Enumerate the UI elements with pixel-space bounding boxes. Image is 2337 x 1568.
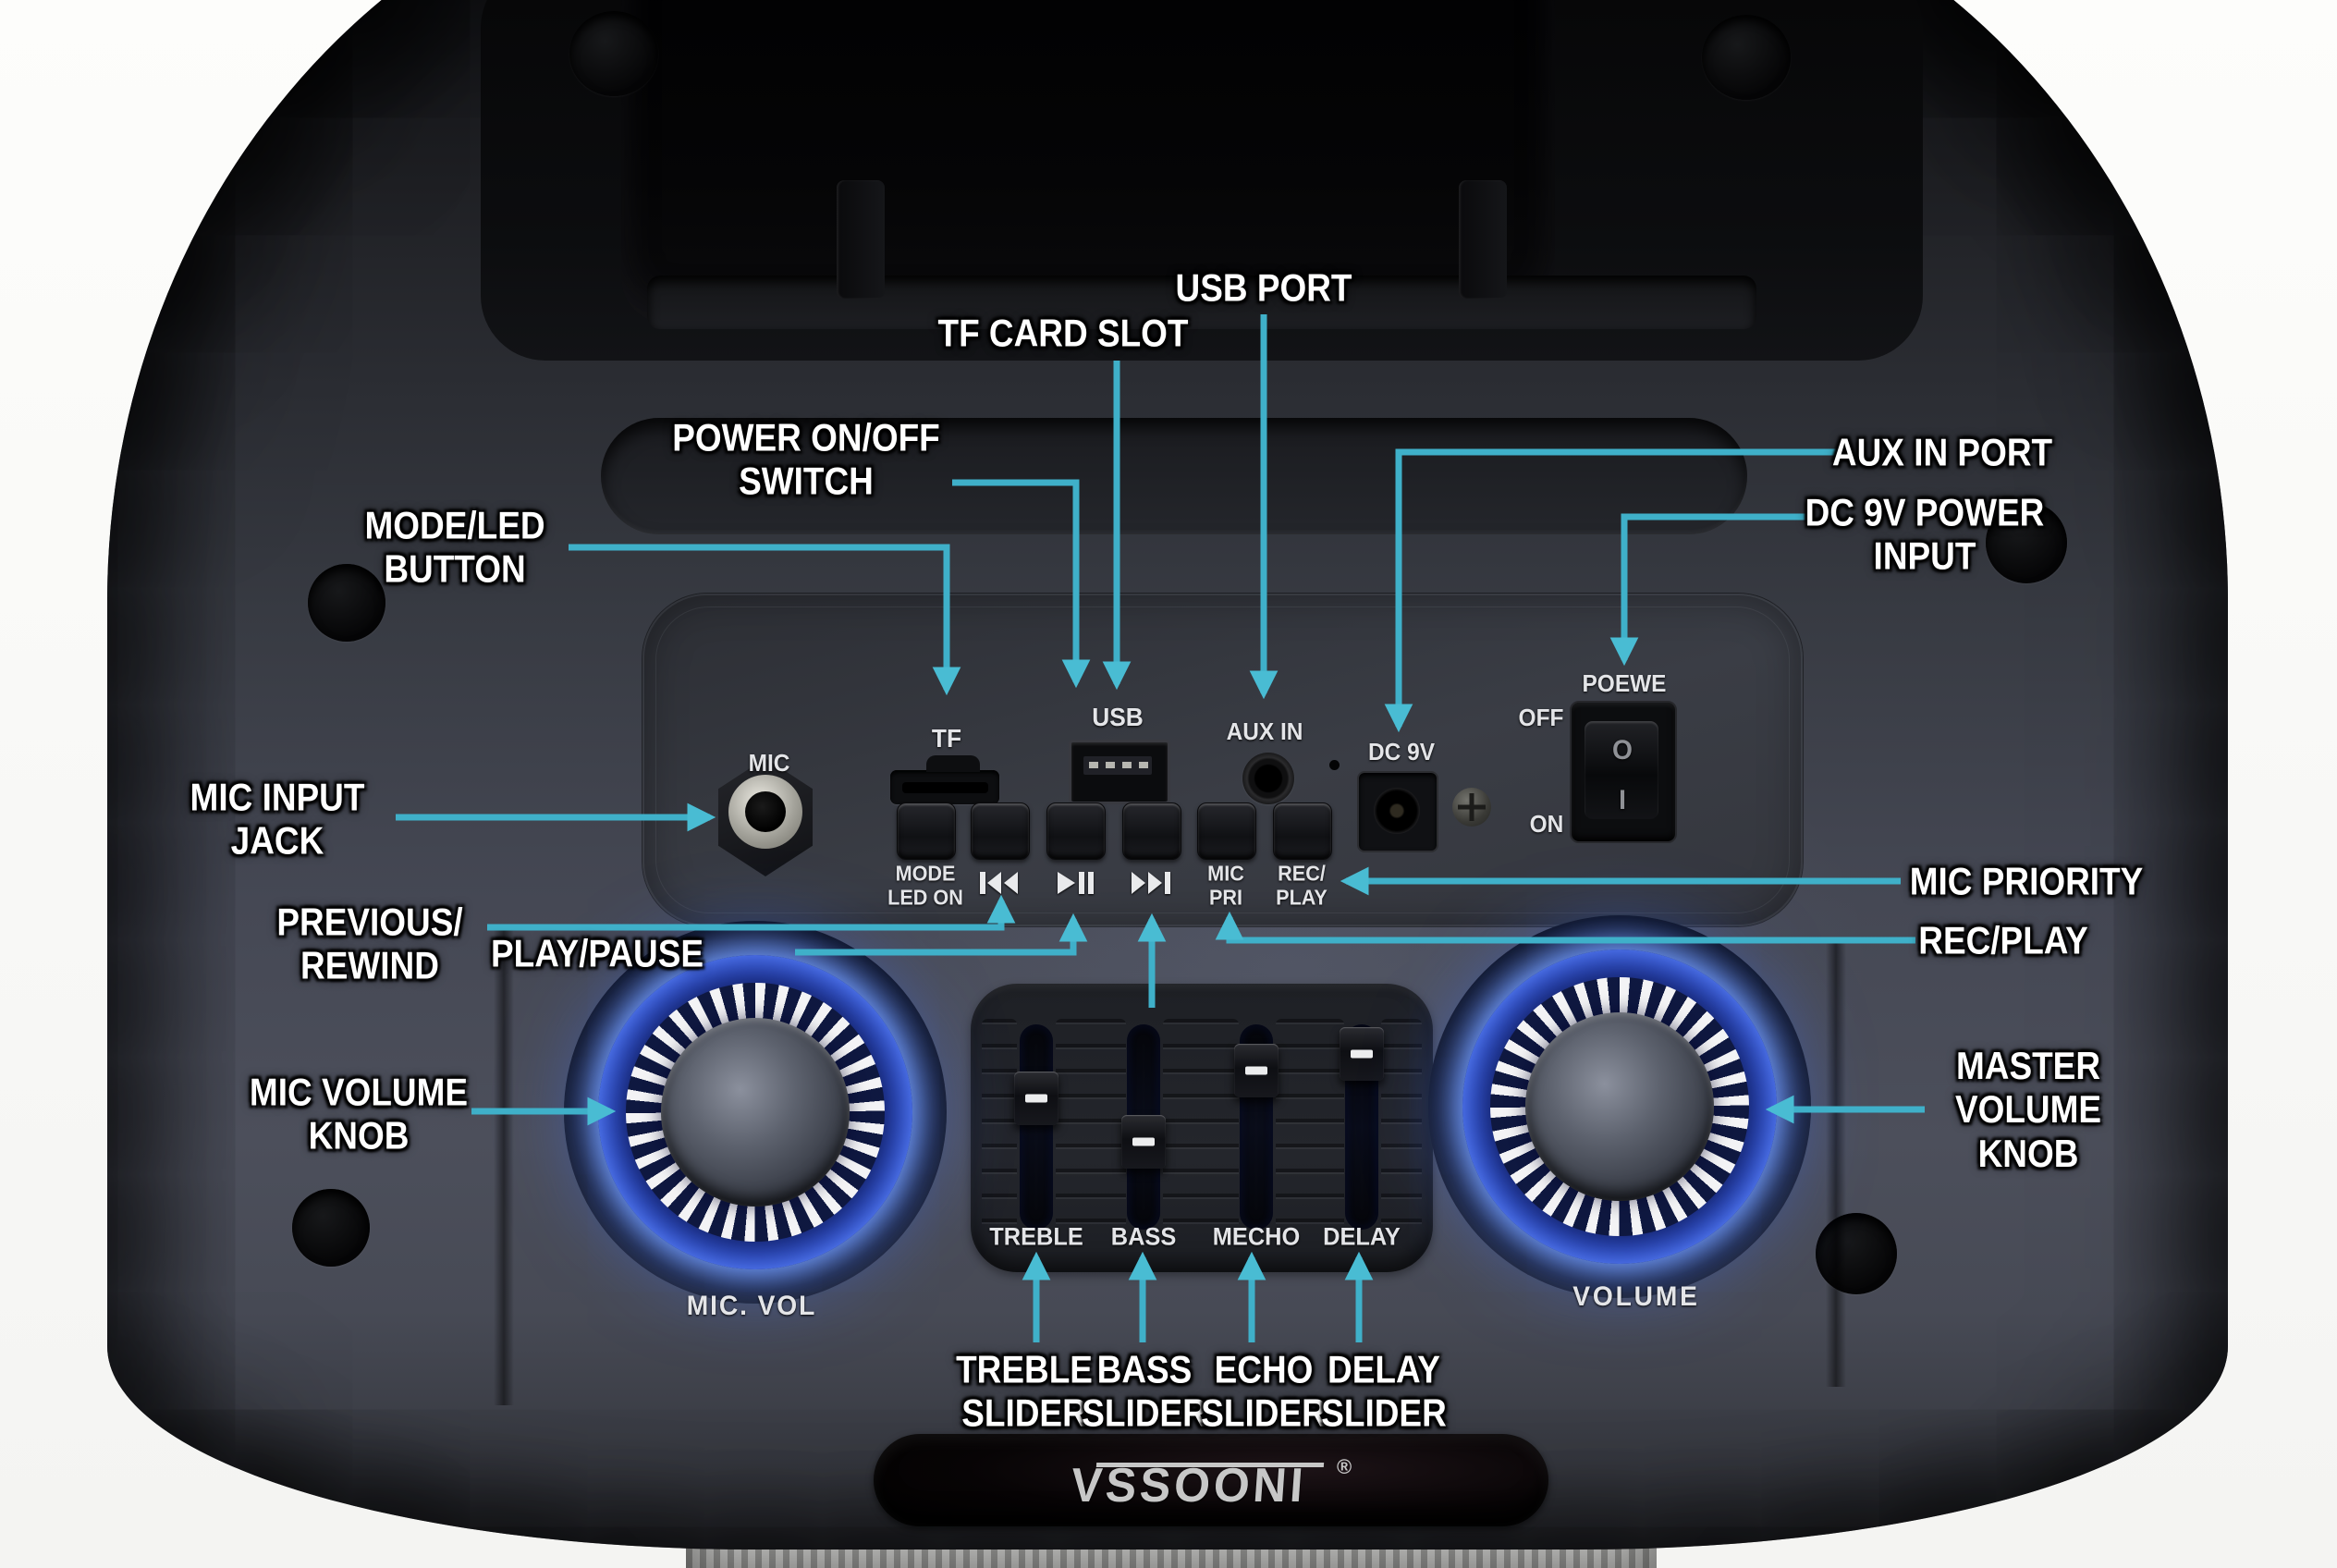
aux-in-jack (1242, 753, 1294, 804)
next-button (1122, 802, 1181, 860)
mic-priority-button (1197, 802, 1256, 860)
mecho-silkscreen: MECHO (1212, 1222, 1301, 1251)
label-previous-rewind: PREVIOUS/ REWIND (276, 900, 463, 987)
rocker-off-glyph: O (1612, 734, 1633, 766)
panel-ribs (1381, 1019, 1422, 1230)
usb-pin (1106, 762, 1115, 768)
echo-slider-thumb (1234, 1044, 1279, 1097)
previous-icon (978, 870, 1021, 896)
volume-silkscreen: VOLUME (1572, 1280, 1700, 1312)
screw-hole (1986, 502, 2067, 583)
cavity-shelf (647, 276, 1756, 329)
label-treble-slider: TREBLE SLIDER (956, 1347, 1093, 1435)
panel-screw (1452, 788, 1491, 827)
usb-pin (1122, 762, 1132, 768)
treble-slider-thumb (1014, 1072, 1058, 1125)
screw-hole (1702, 15, 1791, 100)
knob-cap (1525, 1012, 1714, 1201)
label-usb-port: USB PORT (1175, 265, 1352, 310)
brand-logo: VSSOONI (1069, 1459, 1309, 1513)
holder-clip-left (837, 180, 885, 299)
dc-9v-jack (1374, 788, 1420, 834)
tf-card-bump (926, 755, 980, 772)
usb-silkscreen: USB (1092, 702, 1144, 731)
delay-slider-thumb (1340, 1027, 1384, 1081)
play-pause-button (1046, 802, 1106, 860)
label-tf-card-slot: TF CARD SLOT (937, 311, 1189, 355)
knob-cap (661, 1018, 850, 1207)
previous-button (971, 802, 1030, 860)
screw-hole (308, 564, 385, 642)
bass-slider-thumb (1121, 1115, 1166, 1169)
label-mic-priority: MIC PRIORITY (1909, 859, 2144, 903)
label-delay-slider: DELAY SLIDER (1321, 1347, 1447, 1435)
registered-mark: ® (1337, 1455, 1352, 1478)
label-mode-led-button: MODE/LED BUTTON (364, 503, 545, 591)
label-play-pause: PLAY/PAUSE (490, 931, 704, 975)
label-bass-slider: BASS SLIDER (1082, 1347, 1207, 1435)
label-aux-in-port: AUX IN PORT (1831, 430, 2053, 474)
mode-caption: MODE LED ON (887, 861, 963, 910)
label-power-switch: POWER ON/OFF SWITCH (672, 415, 940, 503)
panel-ribs (1276, 1019, 1344, 1230)
screw-hole (569, 11, 658, 96)
bass-silkscreen: BASS (1110, 1222, 1177, 1251)
label-mic-volume-knob: MIC VOLUME KNOB (249, 1070, 469, 1158)
label-dc-power-input: DC 9V POWER INPUT (1805, 490, 2045, 578)
usb-tongue (1083, 756, 1152, 775)
dc-9v-silkscreen: DC 9V (1368, 738, 1435, 766)
holder-clip-right (1459, 180, 1507, 299)
panel-ribs (1056, 1019, 1126, 1230)
treble-slider-track (1020, 1024, 1053, 1230)
mic-silkscreen: MIC (748, 749, 790, 778)
logo-badge (874, 1434, 1548, 1526)
panel-ribs (1163, 1019, 1239, 1230)
off-silkscreen: OFF (1518, 704, 1564, 732)
usb-pin (1089, 762, 1098, 768)
mode-led-button (897, 802, 956, 860)
power-silkscreen: POEWE (1582, 669, 1667, 698)
treble-silkscreen: TREBLE (989, 1222, 1083, 1251)
power-rocker-switch (1585, 721, 1658, 819)
pinhole (1329, 760, 1340, 770)
tf-card-lip (902, 782, 988, 793)
label-master-volume-knob: MASTER VOLUME KNOB (1954, 1043, 2102, 1175)
play-pause-icon (1056, 870, 1095, 896)
side-seam-right (1826, 943, 1846, 1387)
rocker-on-glyph: I (1619, 784, 1626, 815)
next-icon (1130, 870, 1172, 896)
mic-pri-caption: MIC PRI (1207, 861, 1244, 910)
on-silkscreen: ON (1529, 810, 1564, 839)
usb-pin (1139, 762, 1148, 768)
mic-jack-hole (745, 791, 786, 832)
label-mic-input-jack: MIC INPUT JACK (190, 775, 365, 863)
rec-play-button (1273, 802, 1332, 860)
screw-hole (292, 1189, 370, 1267)
panel-ribs (982, 1019, 1017, 1230)
mic-vol-silkscreen: MIC. VOL (686, 1290, 817, 1321)
tf-silkscreen: TF (931, 723, 962, 753)
label-echo-slider: ECHO SLIDER (1201, 1347, 1327, 1435)
rec-play-caption: REC/ PLAY (1276, 861, 1328, 910)
aux-in-silkscreen: AUX IN (1226, 717, 1303, 746)
label-rec-play: REC/PLAY (1918, 918, 2088, 962)
delay-silkscreen: DELAY (1323, 1222, 1401, 1251)
side-seam-left (494, 925, 514, 1405)
handle-cavity (621, 0, 1555, 324)
